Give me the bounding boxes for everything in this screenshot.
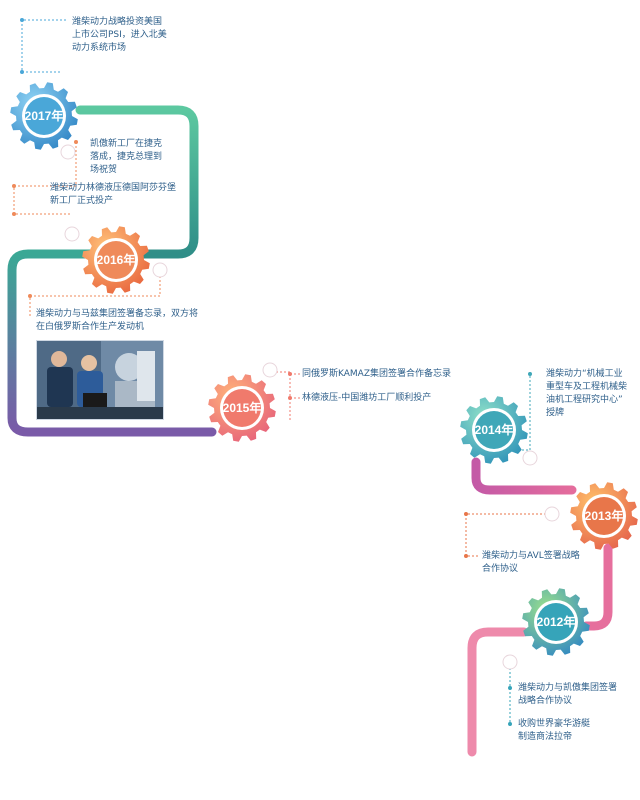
gear-2014年: 2014年 — [460, 396, 528, 464]
event-2016-3: 潍柴动力与马兹集团签署备忘录，双方将 在白俄罗斯合作生产发动机 — [36, 309, 199, 332]
year-gears: 2017年 2016年 2015年 2014年 2013年 2012年 — [10, 82, 638, 656]
year-label: 2016年 — [97, 252, 136, 267]
year-label: 2013年 — [585, 508, 624, 523]
engineers-photo — [36, 340, 164, 420]
gear-2017年: 2017年 — [10, 82, 78, 150]
year-label: 2017年 — [25, 108, 64, 123]
event-2012-2: 收购世界豪华游艇 制造商法拉帝 — [518, 719, 591, 742]
gear-2013年: 2013年 — [570, 482, 638, 550]
event-2012-1: 潍柴动力与凯傲集团签署 战略合作协议 — [518, 683, 618, 706]
event-2016-2: 潍柴动力林德液压德国阿莎芬堡 新工厂正式投产 — [50, 183, 177, 206]
year-label: 2012年 — [537, 614, 576, 629]
event-2017-1: 潍柴动力战略投资美国 上市公司PSI，进入北美 动力系统市场 — [72, 17, 167, 53]
event-2016-1: 凯傲新工厂在捷克 落成，捷克总理到 场祝贺 — [90, 139, 163, 175]
year-label: 2015年 — [223, 400, 262, 415]
event-2014-1: 潍柴动力“机械工业 重型车及工程机械柴 油机工程研究中心” 授牌 — [546, 369, 628, 418]
event-2015-1: 同俄罗斯KAMAZ集团签署合作备忘录 — [302, 369, 451, 379]
timeline-path — [7, 105, 613, 757]
event-2013-1: 潍柴动力与AVL签署战略 合作协议 — [482, 551, 580, 574]
connector-dots — [12, 18, 532, 726]
gear-2015年: 2015年 — [208, 374, 276, 442]
event-2015-2: 林德液压-中国潍坊工厂顺利投产 — [302, 393, 432, 403]
decor-striped-circles — [60, 144, 560, 670]
gear-2012年: 2012年 — [522, 588, 590, 656]
year-label: 2014年 — [475, 422, 514, 437]
gear-2016年: 2016年 — [82, 226, 150, 294]
